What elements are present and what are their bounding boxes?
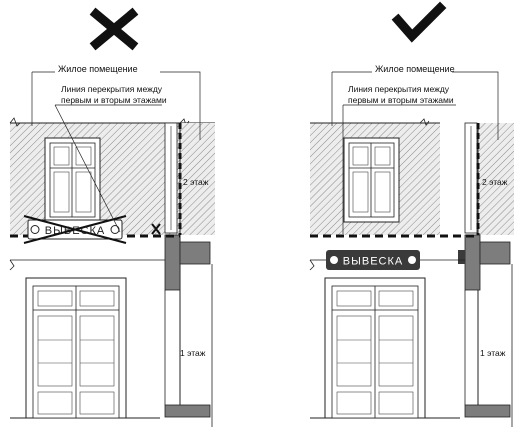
label-floor-2: 2 этаж [183, 177, 209, 187]
panel-wrong: ВЫВЕСКА Жилое помещение [9, 7, 215, 427]
entrance-door [324, 277, 426, 419]
upper-window [343, 137, 400, 223]
sign-correct: ВЫВЕСКА [326, 250, 420, 270]
panel-correct: ВЫВЕСКА Жилое помещение Линия перекрытия [309, 1, 514, 427]
label-residential: Жилое помещение [375, 64, 455, 74]
label-floor-1: 1 этаж [180, 348, 206, 358]
label-floor-1: 1 этаж [480, 348, 506, 358]
label-residential: Жилое помещение [58, 64, 138, 74]
label-floor-line-1: Линия перекрытия между [61, 84, 163, 94]
wall-section-right [164, 122, 215, 427]
small-cross-mark [151, 223, 161, 235]
label-floor-line-1: Линия перекрытия между [348, 84, 450, 94]
upper-window [44, 137, 101, 223]
sign-text: ВЫВЕСКА [343, 256, 403, 268]
label-floor-line-2: первым и вторым этажами [61, 95, 167, 105]
cross-icon [89, 7, 139, 51]
label-floor-line-2: первым и вторым этажами [348, 95, 454, 105]
entrance-door [25, 277, 127, 419]
sign-wrong: ВЫВЕСКА [23, 215, 127, 244]
checkmark-icon [391, 1, 447, 43]
wall-section-right [458, 122, 514, 427]
label-floor-2: 2 этаж [482, 177, 508, 187]
